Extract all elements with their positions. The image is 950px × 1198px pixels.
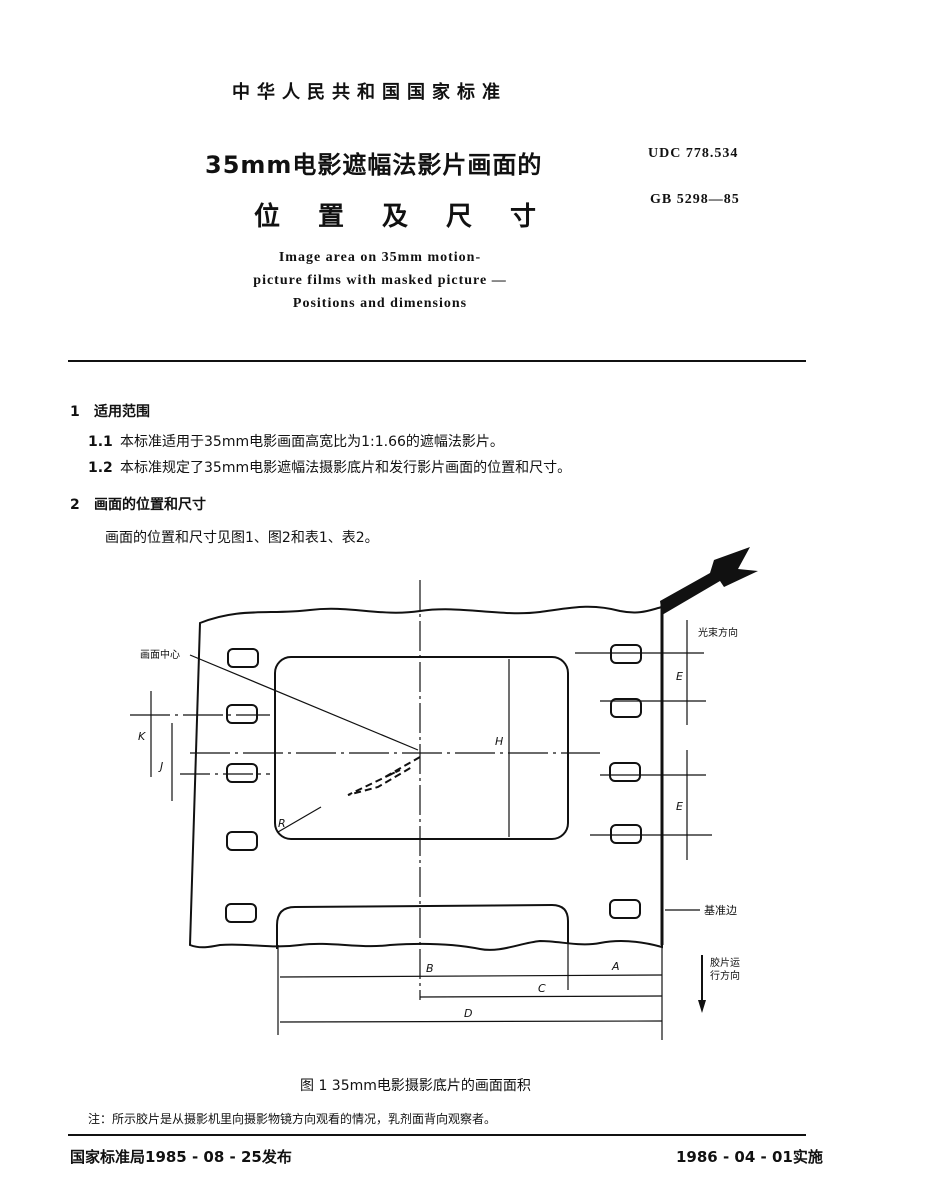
section-number: 1: [70, 404, 80, 420]
section-heading-1: 1 适用范围: [70, 401, 150, 421]
clause-1-1: 1.1 本标准适用于35mm电影画面高宽比为1:1.66的遮幅法影片。: [88, 431, 504, 451]
english-title-line: Image area on 35mm motion-: [278, 250, 482, 265]
gb-number: GB 5298—85: [650, 192, 740, 207]
dim-label-A: A: [611, 960, 620, 973]
section-title: 画面的位置和尺寸: [94, 497, 206, 513]
standard-body: 中华人民共和国国家标准: [232, 82, 507, 103]
section-title: 适用范围: [94, 404, 150, 420]
dim-label-E: E: [676, 670, 683, 683]
light-direction-arrow-icon: [660, 547, 758, 615]
issue-date: 国家标准局1985 - 08 - 25发布: [70, 1148, 292, 1166]
dim-label-R: R: [278, 817, 286, 830]
clause-number: 1.1: [88, 434, 113, 450]
label-reference-edge: 基准边: [704, 904, 737, 917]
dim-label-C: C: [538, 982, 546, 995]
label-picture-center: 画面中心: [140, 648, 180, 661]
film-frame-diagram: 画面中心 光束方向 基准边 胶片运 行方向 B A C D R K J H E …: [130, 547, 758, 1040]
clause-number: 1.2: [88, 460, 113, 476]
label-film-travel-1: 胶片运: [710, 956, 740, 969]
english-title-line: Positions and dimensions: [292, 296, 468, 311]
dim-label-H: H: [495, 735, 503, 748]
next-frame: [276, 903, 569, 949]
label-film-travel-2: 行方向: [710, 969, 740, 982]
dim-label-D: D: [464, 1007, 472, 1020]
clause-1-2: 1.2 本标准规定了35mm电影遮幅法摄影底片和发行影片画面的位置和尺寸。: [88, 457, 571, 477]
dim-label-B: B: [426, 962, 434, 975]
dim-label-K: K: [138, 730, 146, 743]
header-divider: [68, 360, 806, 362]
footer-divider: [68, 1134, 806, 1136]
clause-text: 本标准适用于35mm电影画面高宽比为1:1.66的遮幅法影片。: [120, 434, 504, 450]
figure-caption: 图 1 35mm电影摄影底片的画面面积: [300, 1078, 531, 1094]
clause-text: 本标准规定了35mm电影遮幅法摄影底片和发行影片画面的位置和尺寸。: [120, 460, 572, 476]
section-heading-2: 2 画面的位置和尺寸: [70, 494, 206, 514]
dim-label-E: E: [676, 800, 683, 813]
udc-number: UDC 778.534: [648, 146, 739, 161]
effective-date: 1986 - 04 - 01实施: [676, 1148, 823, 1166]
document-title-line1: 35mm电影遮幅法影片画面的: [205, 151, 543, 179]
section-2-body: 画面的位置和尺寸见图1、图2和表1、表2。: [105, 530, 379, 546]
image-area: [274, 656, 569, 840]
english-title: Image area on 35mm motion- picture films…: [200, 246, 560, 315]
dim-label-J: J: [158, 760, 163, 773]
label-light-direction: 光束方向: [698, 626, 738, 639]
english-title-line: picture films with masked picture —: [253, 273, 507, 288]
document-title-line2: 位置及尺寸: [254, 202, 575, 232]
figure-note: 注：所示胶片是从摄影机里向摄影物镜方向观看的情况，乳剂面背向观察者。: [88, 1112, 497, 1126]
section-number: 2: [70, 497, 80, 513]
film-strip-outline: [188, 605, 663, 951]
